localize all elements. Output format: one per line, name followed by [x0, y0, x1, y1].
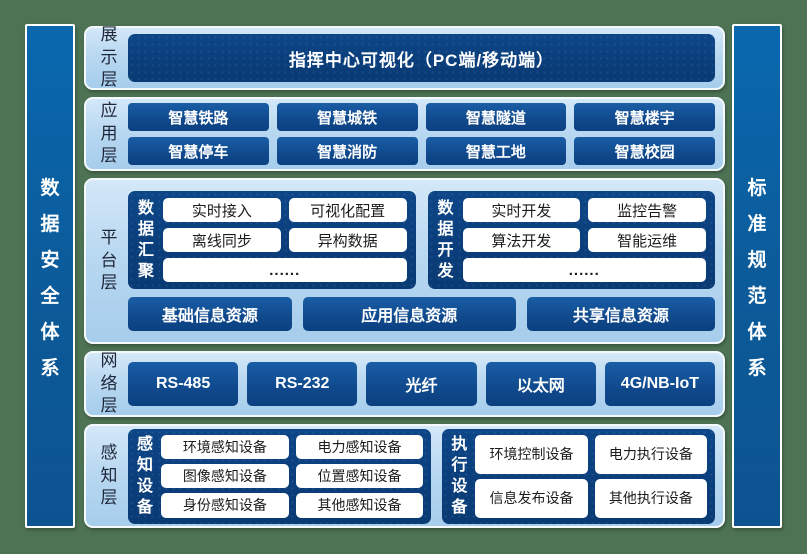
- group-label-data-development: 数据开发: [437, 199, 454, 280]
- pillar-standards: 标准规范体系: [732, 24, 782, 528]
- layer-label-perception: 感知层: [100, 443, 118, 508]
- platform-item: 离线同步: [163, 228, 281, 252]
- resource-item-shared: 共享信息资源: [526, 297, 715, 331]
- platform-item: 算法开发: [462, 228, 581, 252]
- group-label-data-aggregation: 数据汇聚: [137, 199, 154, 280]
- sensing-device-item: 图像感知设备: [161, 463, 289, 489]
- application-item: 智慧隧道: [425, 103, 567, 131]
- sensing-device-item: 电力感知设备: [295, 434, 424, 459]
- data-development-items: 实时开发监控告警算法开发智能运维......: [462, 198, 706, 282]
- actuator-device-item: 环境控制设备: [475, 434, 588, 474]
- data-aggregation-items: 实时接入可视化配置离线同步异构数据......: [163, 198, 407, 282]
- platform-item: 智能运维: [588, 228, 706, 252]
- group-data-aggregation: 数据汇聚 实时接入可视化配置离线同步异构数据......: [128, 191, 416, 289]
- layer-label-application: 应用层: [100, 101, 118, 166]
- sensing-device-item: 身份感知设备: [161, 493, 289, 518]
- network-item: RS-232: [247, 362, 358, 406]
- group-label-actuator-devices: 执行设备: [451, 435, 468, 516]
- group-actuator-devices: 执行设备 环境控制设备电力执行设备信息发布设备其他执行设备: [442, 429, 715, 524]
- sensing-device-items: 环境感知设备电力感知设备图像感知设备位置感知设备身份感知设备其他感知设备: [161, 434, 424, 518]
- layer-panel-application: 应用层 智慧铁路智慧城铁智慧隧道智慧楼宇智慧停车智慧消防智慧工地智慧校园: [84, 97, 725, 171]
- layer-panel-platform: 平台层 数据汇聚 实时接入可视化配置离线同步异构数据...... 数据开发 实时…: [84, 178, 725, 344]
- group-data-development: 数据开发 实时开发监控告警算法开发智能运维......: [428, 191, 716, 289]
- platform-content: 数据汇聚 实时接入可视化配置离线同步异构数据...... 数据开发 实时开发监控…: [128, 191, 715, 331]
- application-item: 智慧停车: [128, 137, 269, 165]
- group-label-sensing-devices: 感知设备: [136, 435, 153, 516]
- platform-item: 异构数据: [288, 228, 407, 252]
- application-item: 智慧城铁: [276, 103, 418, 131]
- perception-content: 感知设备 环境感知设备电力感知设备图像感知设备位置感知设备身份感知设备其他感知设…: [128, 429, 715, 524]
- resource-item-application: 应用信息资源: [302, 297, 516, 331]
- architecture-stack: 展示层 指挥中心可视化（PC端/移动端） 应用层 智慧铁路智慧城铁智慧隧道智慧楼…: [84, 25, 725, 528]
- pillar-data-security: 数据安全体系: [25, 24, 75, 528]
- network-item: 4G/NB-IoT: [604, 362, 716, 406]
- actuator-device-item: 信息发布设备: [475, 478, 588, 518]
- sensing-device-item: 位置感知设备: [295, 463, 424, 489]
- layer-label-display: 展示层: [100, 25, 118, 90]
- information-resources: 基础信息资源 应用信息资源 共享信息资源: [128, 297, 715, 331]
- layer-label-platform: 平台层: [100, 228, 118, 293]
- platform-item: 监控告警: [588, 198, 706, 222]
- application-item: 智慧校园: [574, 137, 715, 165]
- sensing-device-item: 环境感知设备: [161, 434, 289, 459]
- platform-item: 实时开发: [462, 198, 581, 222]
- actuator-device-item: 其他执行设备: [594, 478, 707, 518]
- resource-item-basic: 基础信息资源: [128, 297, 292, 331]
- network-item: 以太网: [485, 362, 596, 406]
- layer-panel-perception: 感知层 感知设备 环境感知设备电力感知设备图像感知设备位置感知设备身份感知设备其…: [84, 424, 725, 528]
- application-item: 智慧工地: [425, 137, 567, 165]
- layer-panel-display: 展示层 指挥中心可视化（PC端/移动端）: [84, 25, 725, 90]
- network-item: 光纤: [366, 362, 477, 406]
- platform-groups: 数据汇聚 实时接入可视化配置离线同步异构数据...... 数据开发 实时开发监控…: [128, 191, 715, 289]
- more-items-box: ......: [462, 258, 706, 282]
- display-center-box: 指挥中心可视化（PC端/移动端）: [128, 34, 715, 82]
- more-items-box: ......: [163, 258, 407, 282]
- sensing-device-item: 其他感知设备: [295, 493, 424, 518]
- platform-item: 可视化配置: [288, 198, 407, 222]
- application-item: 智慧消防: [276, 137, 418, 165]
- platform-item: 实时接入: [163, 198, 281, 222]
- application-items: 智慧铁路智慧城铁智慧隧道智慧楼宇智慧停车智慧消防智慧工地智慧校园: [128, 103, 715, 165]
- actuator-device-item: 电力执行设备: [594, 434, 707, 474]
- layer-label-network: 网络层: [100, 351, 118, 416]
- group-sensing-devices: 感知设备 环境感知设备电力感知设备图像感知设备位置感知设备身份感知设备其他感知设…: [128, 429, 431, 524]
- network-item: RS-485: [128, 362, 239, 406]
- application-item: 智慧楼宇: [574, 103, 715, 131]
- actuator-device-items: 环境控制设备电力执行设备信息发布设备其他执行设备: [475, 434, 707, 518]
- application-item: 智慧铁路: [128, 103, 269, 131]
